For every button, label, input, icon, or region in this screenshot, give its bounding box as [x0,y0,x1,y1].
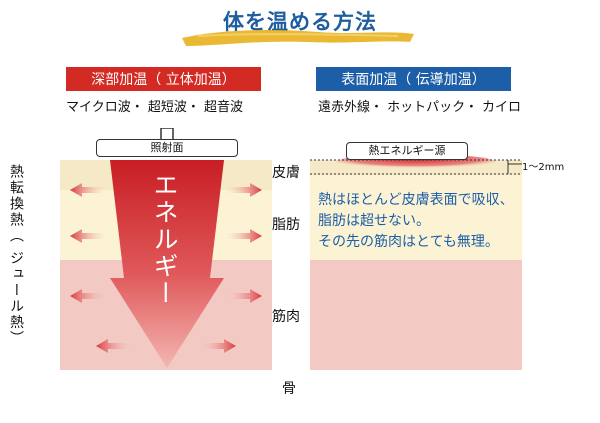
skin-label: 皮膚 [272,165,300,181]
muscle-label: 筋肉 [272,309,300,325]
surface-heating-methods: 遠赤外線・ ホットパック・ カイロ [318,100,522,115]
heat-arrows-left [70,183,132,353]
joule-heat-label: 熱転換熱（ ジュール熱） [8,164,24,347]
surface-heating-heading: 表面加温（ 伝導加温） [316,67,511,91]
fat-label: 脂肪 [272,217,300,233]
depth-label: 1～2mm [522,162,565,173]
energy-arrow [110,160,224,368]
surface-heating-description: 熱はほとんど皮膚表面で吸収、 脂肪は超せない。 その先の筋肉はとても無理。 [318,190,514,253]
energy-arrow-label: エネルギー [150,172,179,307]
page-title: 体を温める方法 [223,10,377,34]
description-line-3: その先の筋肉はとても無理。 [318,234,499,250]
deep-heating-diagram [70,128,262,368]
bone-label: 骨 [282,381,296,397]
description-line-2: 脂肪は超せない。 [318,213,430,229]
deep-heating-heading: 深部加温（ 立体加温） [66,67,261,91]
deep-heating-methods: マイクロ波・ 超短波・ 超音波 [66,100,244,115]
right-fat-layer [310,175,522,260]
right-muscle-layer [310,260,522,370]
heat-arrows-right [200,183,262,353]
description-line-1: 熱はほとんど皮膚表面で吸収、 [318,192,514,208]
irradiation-surface-label: 照射面 [96,139,238,157]
brush-stroke-decoration [182,30,414,46]
heat-source-label: 熱エネルギー源 [346,142,468,160]
